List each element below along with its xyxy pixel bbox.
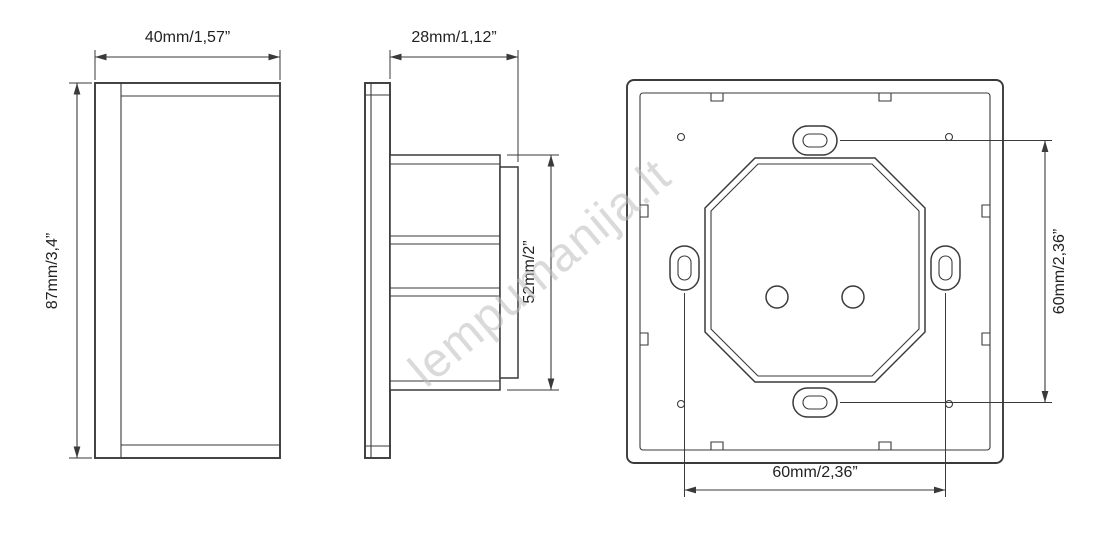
mounting-tab xyxy=(640,204,649,218)
central-octagon-outer xyxy=(704,157,926,383)
mounting-tab xyxy=(640,332,649,346)
front-width-label: 40mm/1,57” xyxy=(145,29,230,46)
side-depth-dimension: 28mm/1,12” xyxy=(389,29,519,162)
mounting-tab xyxy=(710,93,724,102)
back-view xyxy=(626,79,1004,464)
cable-hole-right xyxy=(841,285,865,309)
front-view xyxy=(94,82,281,459)
front-outline xyxy=(94,82,281,459)
mounting-tab xyxy=(710,441,724,450)
side-depth-label: 28mm/1,12” xyxy=(411,29,496,46)
mounting-tab xyxy=(878,441,892,450)
left-screw-slot-hole xyxy=(677,255,692,281)
pilot-hole xyxy=(676,132,686,142)
right-screw-slot xyxy=(930,245,961,291)
back-vertical-dimension: 60mm/2,36” xyxy=(840,140,1068,403)
left-screw-slot xyxy=(669,245,700,291)
side-mechanism-body xyxy=(389,154,501,391)
pilot-hole xyxy=(944,399,954,409)
mounting-tab xyxy=(878,93,892,102)
bottom-screw-slot-hole xyxy=(802,395,828,410)
pilot-hole xyxy=(944,132,954,142)
side-back-cover xyxy=(499,166,519,379)
back-horizontal-pitch-label: 60mm/2,36” xyxy=(772,464,857,481)
front-height-label: 87mm/3,4” xyxy=(44,233,61,309)
right-screw-slot-hole xyxy=(938,255,953,281)
central-octagon-inner xyxy=(710,163,920,377)
front-height-dimension: 87mm/3,4” xyxy=(44,82,92,459)
side-height-dimension: 52mm/2” xyxy=(507,154,559,391)
side-view xyxy=(364,82,519,459)
side-faceplate xyxy=(364,82,391,459)
top-screw-slot-hole xyxy=(802,133,828,148)
top-screw-slot xyxy=(792,125,838,156)
cable-hole-left xyxy=(765,285,789,309)
front-width-dimension: 40mm/1,57” xyxy=(94,29,281,80)
pilot-hole xyxy=(676,399,686,409)
bottom-screw-slot xyxy=(792,387,838,418)
back-vertical-pitch-label: 60mm/2,36” xyxy=(1051,229,1068,314)
mounting-tab xyxy=(981,332,990,346)
mounting-tab xyxy=(981,204,990,218)
side-height-label: 52mm/2” xyxy=(521,240,538,303)
back-horizontal-dimension: 60mm/2,36” xyxy=(684,293,946,497)
